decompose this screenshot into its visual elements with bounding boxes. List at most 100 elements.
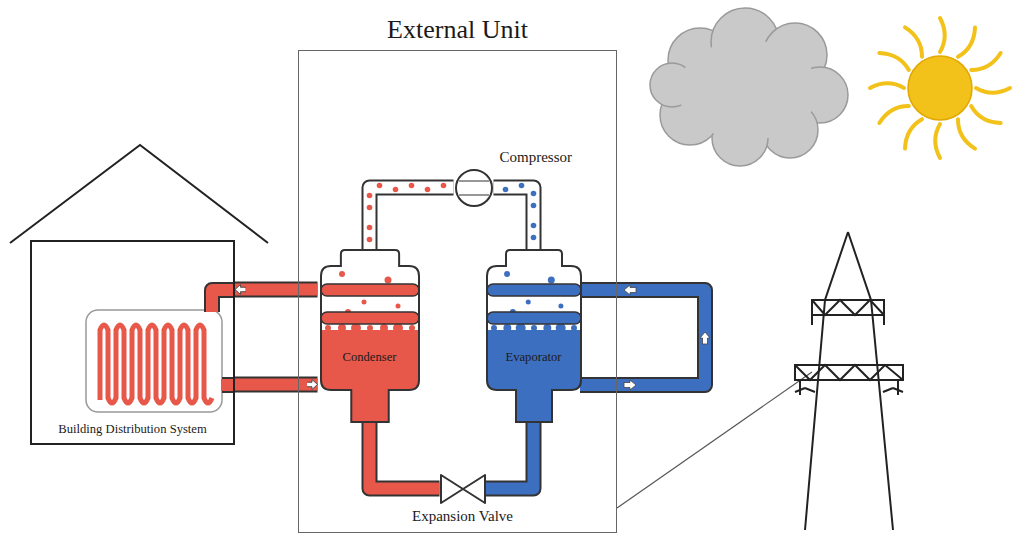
sun-ray [971, 106, 1000, 123]
pipe-wall [370, 422, 440, 489]
sun-ray [940, 18, 945, 52]
sun-ray [879, 53, 908, 70]
node-label: Compressor [500, 149, 573, 166]
node-label: External Unit [299, 15, 616, 45]
unit-housing: External UnitCompressorCondenserEvaporat… [298, 50, 617, 533]
radiator-coil [100, 325, 212, 403]
flow-arrow [624, 380, 636, 390]
refrigerant-dot [531, 203, 537, 209]
pipe-flow [370, 188, 454, 250]
liquid-bubble [338, 324, 346, 332]
pipe-wall [370, 188, 454, 250]
refrigerant-dot [519, 183, 525, 189]
tank-outline [487, 250, 581, 422]
refrigerant-dot [409, 183, 415, 189]
liquid-bubble [491, 325, 497, 331]
coil-pipe [487, 284, 581, 296]
evaporator-tank-shape [484, 250, 584, 422]
liquid-bubble [380, 324, 388, 332]
vapour-dot [361, 299, 366, 304]
refrigerant-dot [503, 187, 509, 193]
vapour-dot [339, 271, 345, 277]
pipe-wall [235, 282, 318, 298]
node-label: Evaporator [484, 350, 584, 364]
liquid-bubble [531, 325, 537, 331]
power-wire [617, 372, 812, 508]
coil-pipe [487, 312, 581, 324]
refrigerant-dot [531, 223, 537, 229]
tank-vapour [487, 250, 581, 422]
house: Building Distribution System [30, 240, 235, 445]
house-roof [10, 145, 268, 243]
sun-ray [870, 83, 904, 88]
refrigerant-dot [531, 191, 537, 197]
coil-pipe [321, 312, 419, 324]
coil-pipe [321, 284, 419, 296]
refrigerant-dot [425, 187, 431, 193]
vapour-dot [504, 271, 510, 277]
radiator-panel [86, 310, 222, 412]
condenser-tank: Condenser [318, 250, 422, 422]
pipe-flow [486, 422, 534, 489]
refrigerant-dot [377, 183, 383, 189]
condenser-tank-shape [318, 250, 422, 422]
compressor-body [456, 170, 492, 206]
tank-vapour [321, 250, 419, 422]
refrigerant-dot [367, 205, 373, 211]
compressor: Compressor [454, 168, 494, 208]
node-label: Expansion Valve [378, 508, 548, 525]
flow-arrows [624, 285, 710, 390]
pipe-flow [235, 284, 318, 296]
sun-ray [976, 88, 1010, 93]
vapour-dot [395, 303, 400, 308]
liquid-bubble [367, 325, 373, 331]
tank-liquid [487, 330, 581, 422]
tank-outline [321, 250, 419, 422]
outdoor-loop [580, 290, 705, 385]
refrigerant-dot [367, 225, 373, 231]
liquid-bubble [571, 325, 577, 331]
sun-ray [935, 124, 940, 158]
liquid-bubble [503, 324, 511, 332]
pipe-connector [235, 384, 318, 385]
valve-symbol [441, 475, 485, 503]
refrigerant-dot [393, 187, 399, 193]
vapour-dot [558, 303, 563, 308]
pipe-wall [494, 188, 534, 250]
pipe-connector [486, 422, 534, 489]
sun-ray [905, 27, 922, 56]
liquid-bubble [409, 325, 415, 331]
vapour-dot [547, 276, 554, 283]
compressor-detail [459, 181, 489, 195]
node-label: Condenser [318, 350, 422, 364]
sun-ray [971, 53, 1000, 70]
compressor-shape [454, 168, 494, 208]
pipe-connector [367, 183, 454, 250]
pipe-flow [494, 188, 534, 250]
liquid-bubble [543, 324, 551, 332]
outdoor-loop [580, 290, 705, 385]
expansion-valve: Expansion Valve [440, 474, 486, 504]
tank-liquid [321, 330, 419, 422]
node-label: Building Distribution System [32, 422, 233, 437]
pipe-flow [235, 379, 318, 391]
pipe-wall [486, 422, 534, 489]
pipe-stub [212, 290, 235, 312]
cloud [650, 8, 848, 166]
pipe-connector [370, 422, 440, 489]
refrigerant-dot [531, 235, 537, 241]
sun-ray [958, 27, 975, 56]
pipe-connector [494, 183, 537, 250]
vapour-dot [384, 276, 391, 283]
pylon [795, 232, 903, 530]
pipe-wall [235, 377, 318, 393]
pipe-connector [235, 289, 318, 290]
sun-ray [958, 119, 975, 148]
radiator-coil [100, 325, 212, 403]
pipe-flow [370, 422, 440, 489]
liquid-bubble [325, 325, 331, 331]
vapour-dot [525, 299, 530, 304]
sun-ray [905, 119, 922, 148]
refrigerant-dot [367, 237, 373, 243]
flow-arrow [624, 285, 636, 295]
